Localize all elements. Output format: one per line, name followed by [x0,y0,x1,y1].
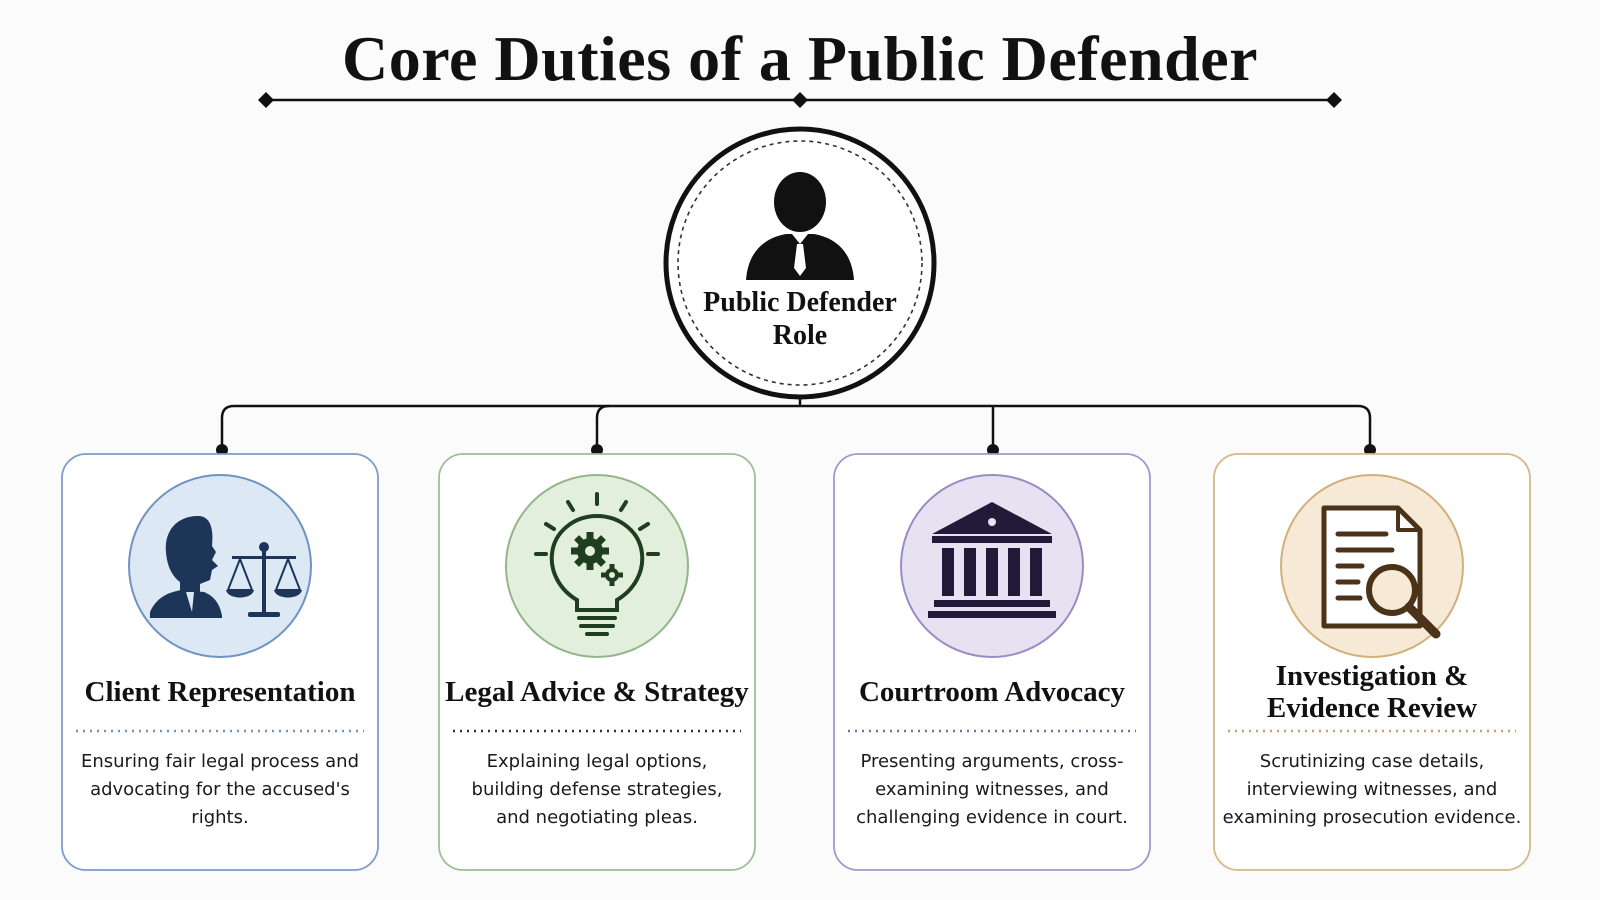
diamond-center-icon [792,92,808,108]
card-title: Courtroom Advocacy [858,676,1126,708]
person-icon [746,172,854,280]
card-title: Legal Advice & Strategy [445,676,749,708]
diamond-right-icon [1326,92,1342,108]
card-description: Explaining legal options, building defen… [471,751,723,828]
card-description: Ensuring fair legal process and advocati… [80,751,360,828]
page-title: Core Duties of a Public Defender [342,23,1258,94]
card-title: Investigation & Evidence Review [1266,660,1478,724]
card-title: Client Representation [84,676,356,708]
diamond-left-icon [258,92,274,108]
card-description: Scrutinizing case details, interviewing … [1222,751,1522,828]
card-description: Presenting arguments, cross-examining wi… [856,751,1128,828]
center-node-label: Public Defender Role [703,287,897,351]
